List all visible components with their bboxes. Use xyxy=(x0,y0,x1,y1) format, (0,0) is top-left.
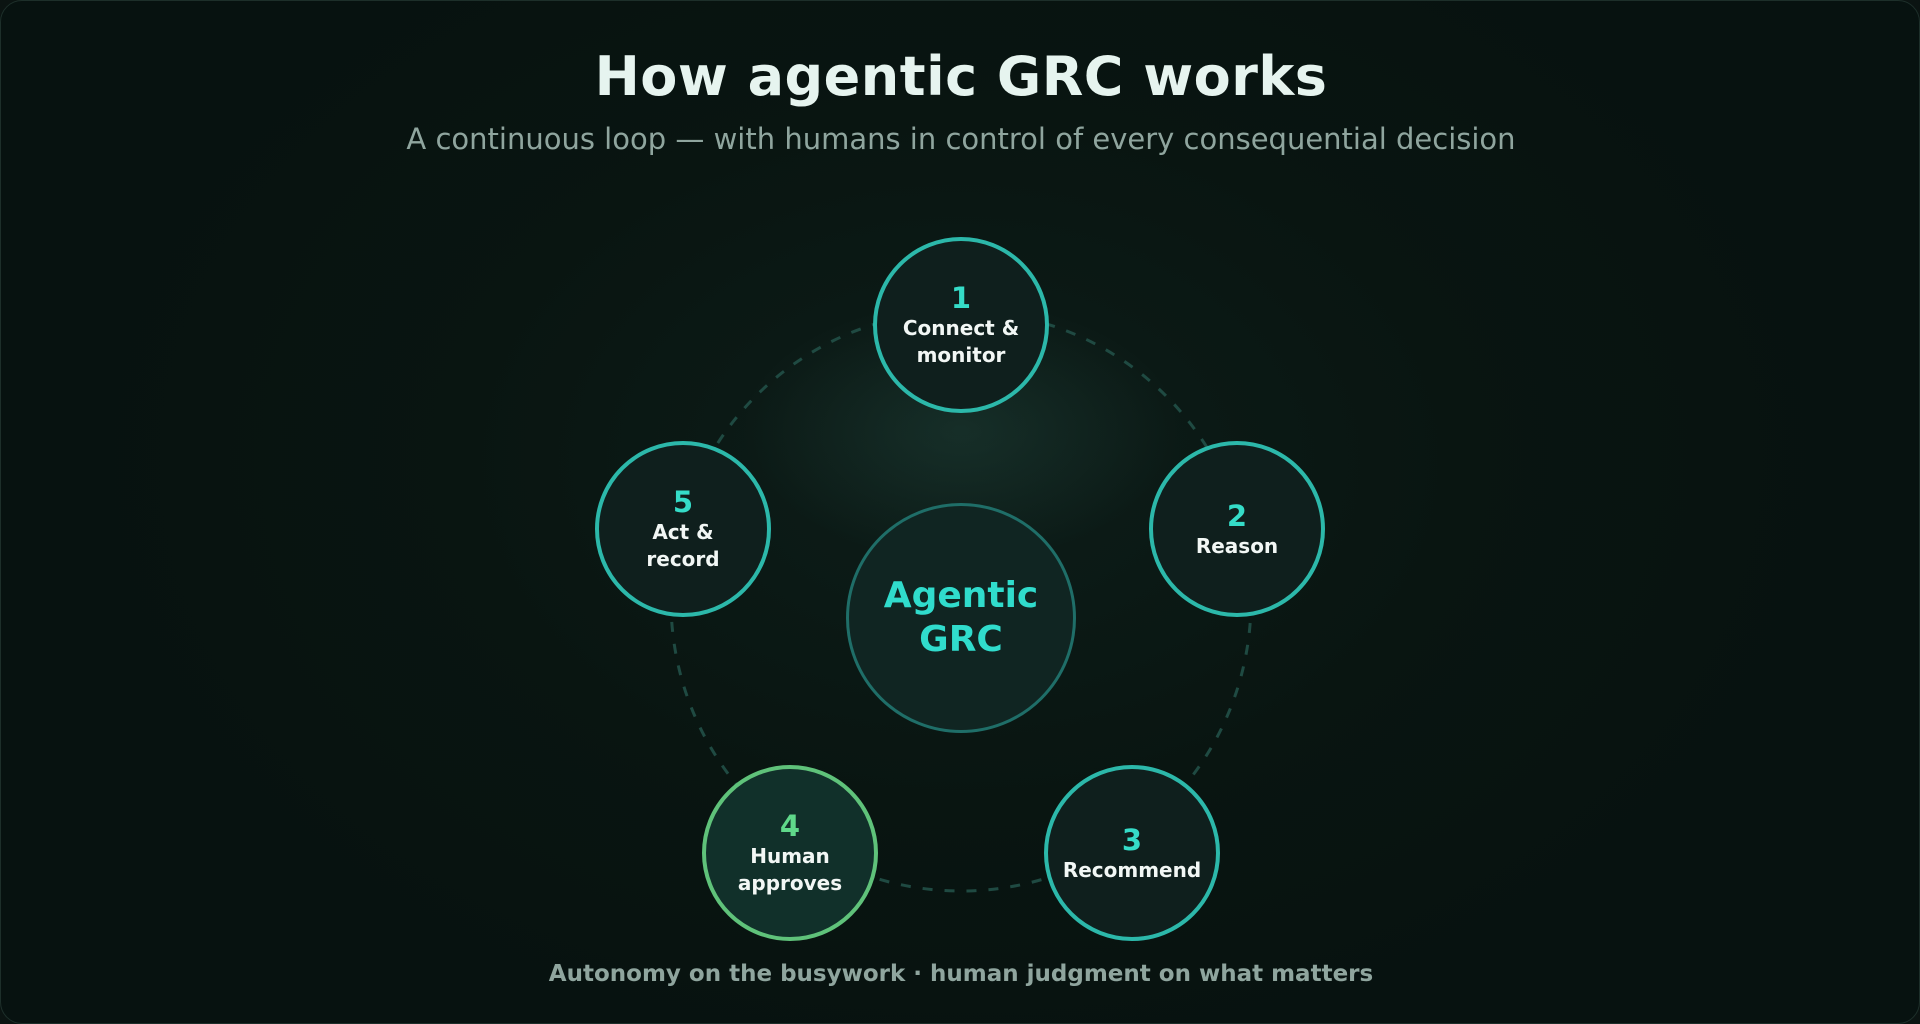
step-node-human-approves: 4 Human approves xyxy=(702,765,878,941)
step-number: 1 xyxy=(950,281,972,315)
page-subtitle: A continuous loop — with humans in contr… xyxy=(406,122,1516,156)
step-node-connect-monitor: 1 Connect & monitor xyxy=(873,237,1049,413)
step-node-act-record: 5 Act & record xyxy=(595,441,771,617)
step-number: 2 xyxy=(1226,498,1248,533)
step-number: 5 xyxy=(672,485,694,519)
hub-label: Agentic GRC xyxy=(883,575,1039,660)
step-number: 3 xyxy=(1121,822,1143,857)
step-label: Reason xyxy=(1195,533,1279,558)
step-label: Recommend xyxy=(1062,857,1202,882)
footer-tagline: Autonomy on the busywork · human judgmen… xyxy=(548,961,1374,987)
step-label: Connect & monitor xyxy=(902,316,1020,367)
step-number: 4 xyxy=(779,809,801,843)
step-label: Human approves xyxy=(737,844,843,895)
step-node-reason: 2 Reason xyxy=(1149,441,1325,617)
step-node-recommend: 3 Recommend xyxy=(1044,765,1220,941)
page-title: How agentic GRC works xyxy=(594,45,1328,108)
step-label: Act & record xyxy=(646,520,720,571)
hub-circle: Agentic GRC xyxy=(846,503,1076,733)
